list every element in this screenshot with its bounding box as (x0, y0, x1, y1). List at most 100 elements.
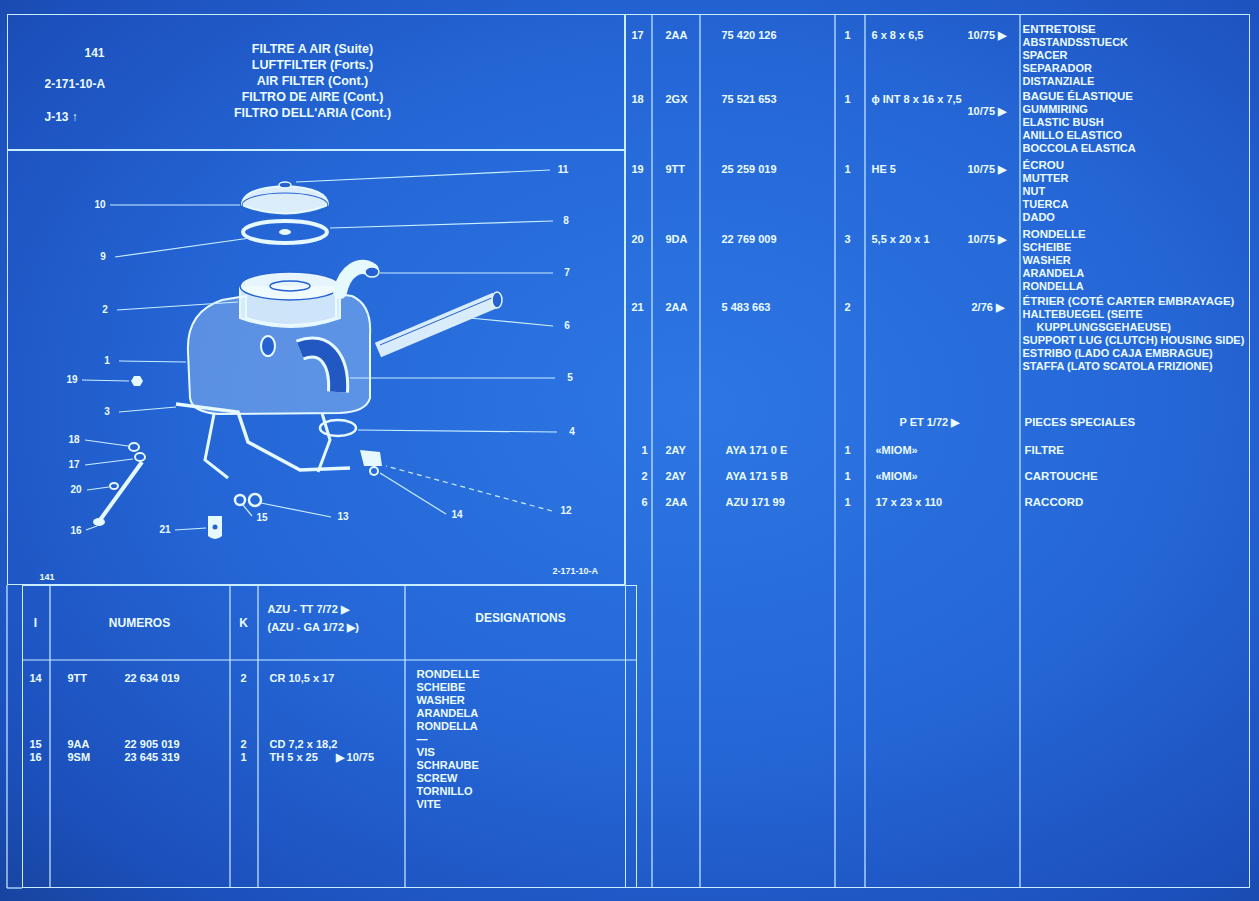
column-rule (864, 14, 865, 888)
table-cell: 9AA (68, 738, 90, 751)
callout-number: 15 (256, 512, 267, 524)
table-cell: 16 (30, 751, 42, 764)
header-text: FILTRO DE AIRE (Cont.) (242, 90, 384, 105)
table-cell: NUMEROS (109, 617, 170, 630)
cartridge-top (240, 272, 340, 300)
cover-shape (242, 186, 328, 214)
cover-knob (279, 182, 291, 188)
leader-line (117, 302, 238, 310)
table-cell: SCHEIBE (417, 681, 466, 694)
leader-line (386, 466, 552, 511)
clip-hole (213, 525, 218, 530)
callout-number: 21 (159, 524, 170, 536)
callout-number: 5 (567, 372, 573, 384)
table-cell: 15 (30, 738, 42, 751)
table-cell: 6 x 8 x 6,5 (872, 29, 924, 42)
leader-line (470, 318, 553, 326)
gasket-ring (243, 221, 327, 243)
table-cell: STAFFA (LATO SCATOLA FRIZIONE) (1023, 360, 1248, 373)
callout-number: 16 (70, 525, 81, 537)
header-text: LUFTFILTER (Forts.) (252, 58, 373, 73)
table-cell: BAGUE ÉLASTIQUE (1023, 90, 1134, 103)
table-cell: VIS (417, 746, 436, 759)
leader-line (261, 503, 331, 517)
table-cell: 22 905 019 (125, 738, 180, 751)
table-cell: AZU - TT 7/72 ▶ (268, 603, 349, 616)
bracket-leg (318, 413, 330, 472)
table-cell: 2AY (666, 444, 686, 457)
table-cell: WASHER (1023, 254, 1071, 267)
table-cell: GUMMIRING (1023, 103, 1088, 116)
callout-number: 17 (68, 459, 79, 471)
leader-line (85, 440, 128, 446)
callout-number: 19 (66, 374, 77, 386)
table-cell: 10/75 ▶ (968, 233, 1007, 246)
table-cell: 10/75 ▶ (968, 163, 1007, 176)
panel-box: INUMEROSKAZU - TT 7/72 ▶(AZU - GA 1/72 ▶… (22, 585, 637, 888)
table-cell: 75 521 653 (722, 93, 777, 106)
table-cell: 1 (844, 470, 850, 483)
table-cell: 2AA (666, 496, 688, 509)
table-cell: I (34, 617, 37, 630)
gasket-center (279, 229, 291, 235)
header-text: AIR FILTER (Cont.) (257, 74, 369, 89)
table-cell: 22 769 009 (722, 233, 777, 246)
callout-number: 7 (564, 267, 570, 279)
leader-line (85, 459, 133, 465)
nut-shape (131, 376, 143, 386)
table-cell: ANILLO ELASTICO (1023, 129, 1123, 142)
cover-rim (242, 193, 328, 217)
bracket-leg (205, 414, 228, 478)
table-cell: CD 7,2 x 18,2 (270, 738, 338, 751)
leader-line (86, 526, 97, 530)
washer-shape (235, 495, 245, 505)
table-cell: ARANDELA (1023, 267, 1085, 280)
table-cell: 2GX (666, 93, 688, 106)
elbow-body (300, 347, 338, 392)
table-cell: AZU 171 99 (726, 496, 785, 509)
header-text: J-13 ↑ (45, 111, 78, 124)
table-cell: ELASTIC BUSH (1023, 116, 1104, 129)
table-cell: 2 (240, 672, 246, 685)
callout-number: 13 (337, 511, 348, 523)
table-cell: ESTRIBO (LADO CAJA EMBRAGUE) (1023, 347, 1248, 360)
table-cell: AYA 171 5 B (726, 470, 788, 483)
table-cell: 1 (844, 29, 850, 42)
table-cell: 1 (844, 93, 850, 106)
table-cell: WASHER (417, 694, 465, 707)
header-rule (22, 659, 637, 660)
table-cell: P ET 1/72 ▶ (900, 416, 960, 429)
table-cell: ÉTRIER (COTÉ CARTER EMBRAYAGE) (1023, 295, 1248, 308)
callout-number: 10 (94, 199, 105, 211)
table-cell: 9TT (68, 672, 88, 685)
table-cell: SCHEIBE (1023, 241, 1072, 254)
table-cell: 2/76 ▶ (972, 301, 1004, 314)
table-cell: 22 634 019 (125, 672, 180, 685)
table-cell: 14 (30, 672, 42, 685)
table-cell: RONDELLE (1023, 228, 1086, 241)
header-text: FILTRO DELL'ARIA (Cont.) (234, 106, 391, 121)
table-cell: 2AY (666, 470, 686, 483)
leader-line (330, 221, 553, 228)
callout-number: 9 (100, 251, 106, 263)
column-rule (49, 585, 50, 888)
table-cell: 2 (641, 470, 647, 483)
hose-line (380, 297, 494, 345)
callout-number: 20 (70, 484, 81, 496)
table-cell: ABSTANDSSTUECK (1023, 36, 1129, 49)
panel-box: 1412-171-10-A (7, 150, 625, 585)
callout-number: 11 (558, 164, 569, 176)
table-cell: CARTOUCHE (1025, 470, 1098, 483)
leader-line (87, 487, 109, 490)
callout-number: 8 (563, 215, 569, 227)
table-cell: HALTEBUEGEL (SEITE KUPPLUNGSGEHAEUSE) (1023, 308, 1248, 334)
leader-line (243, 505, 252, 516)
callout-number: 12 (560, 505, 571, 517)
table-cell: VITE (417, 798, 441, 811)
elbow-outline (300, 347, 338, 392)
callout-number: 6 (564, 320, 570, 332)
table-cell: SPACER (1023, 49, 1068, 62)
column-rule (229, 585, 230, 888)
panel-box: 1412-171-10-AJ-13 ↑FILTRE A AIR (Suite)L… (7, 14, 625, 150)
table-cell: TORNILLO (417, 785, 473, 798)
